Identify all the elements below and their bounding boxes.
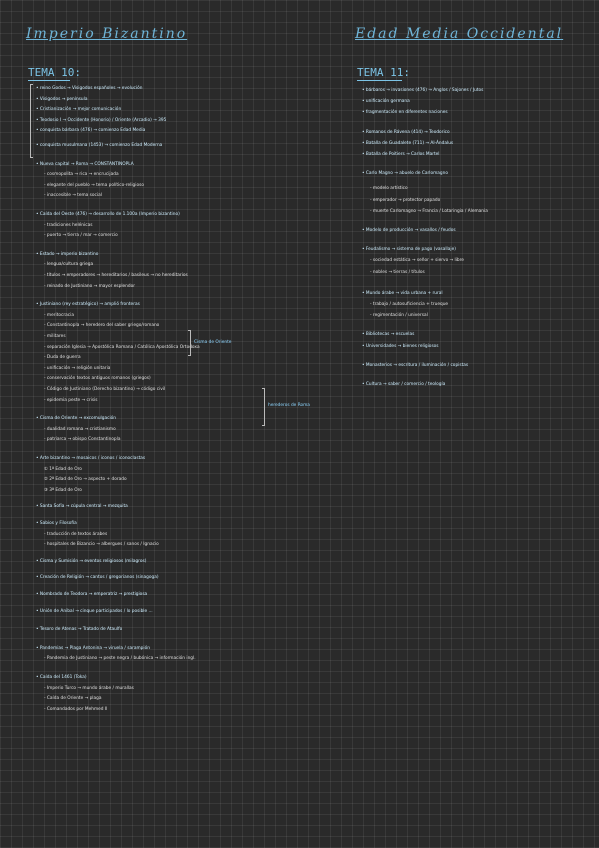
- outline-line: • Tesoro de Atenas → Tratado de Ataulfo: [36, 627, 123, 633]
- outline-line: - modelo artístico: [370, 186, 408, 192]
- left-page-title: Imperio Bizantino: [26, 26, 188, 42]
- outline-line: • Teodosio I → Occidente (Honorio) / Ori…: [36, 117, 167, 123]
- outline-line: - Imperio Turco → mundo árabe / murallas: [44, 685, 134, 691]
- outline-line: • Cristianización → mejor comunicación: [36, 107, 122, 113]
- outline-line: • Santa Sofía → cúpula central → mezquit…: [36, 504, 128, 510]
- outline-line: - militares: [44, 334, 66, 339]
- outline-line: • conquista bárbara (476) → comienzo Eda…: [36, 128, 146, 134]
- outline-line: - inaccesible → tema social: [44, 193, 102, 199]
- outline-line: • Batalla de Guadalete (711) → Al-Ándalu…: [362, 140, 454, 146]
- left-tema-heading: TEMA 10:: [28, 66, 81, 79]
- right-tema-heading: TEMA 11:: [357, 66, 410, 79]
- outline-line: • Feudalismo → sistema de pago (vasallaj…: [362, 247, 456, 253]
- outline-line: • Pandemias → Plaga Antonina → viruela /…: [36, 645, 150, 651]
- outline-line: • Bibliotecas → escuelas: [362, 332, 415, 338]
- outline-line: • Cultura → saber / comercio / teología: [362, 382, 446, 387]
- outline-line: - títulos → emperadores → hereditarios /…: [44, 273, 188, 278]
- outline-line: - lengua/cultura griega: [44, 262, 94, 268]
- outline-line: - dualidad romana → cristianismo: [44, 426, 116, 432]
- outline-line: - separación Iglesia → Apostólica Romana…: [44, 344, 200, 350]
- outline-line: - Constantinopla → heredero del saber gr…: [44, 323, 160, 329]
- outline-line: - tradiciones helénicas: [44, 222, 93, 228]
- outline-line: - Duda de guerra: [44, 355, 81, 361]
- outline-line: - sociedad estática → señor + siervo → l…: [370, 258, 464, 264]
- outline-line: • Monasterios → escritura / iluminación …: [362, 362, 469, 368]
- side-label-herederos: herederos de Roma: [268, 403, 310, 408]
- outline-line: - regimentación / universal: [370, 313, 428, 319]
- outline-line: - elegante del pueblo → tema político-re…: [44, 182, 144, 188]
- outline-line: - muerte Carlomagno → Francia / Lotaring…: [370, 208, 488, 214]
- outline-line: - Pandemia de Justiniano → peste negra /…: [44, 656, 196, 662]
- left-bracket-intro: [30, 84, 33, 158]
- outline-line: - unificación → religión unitaria: [44, 365, 111, 371]
- side-label-cisma: Cisma de Oriente: [194, 340, 232, 345]
- outline-line: • Caída del 1461 (Toka): [36, 675, 87, 680]
- outline-line: • Mundo árabe → vida urbana + rural: [362, 290, 443, 296]
- outline-line: - trabajo / autosuficiencia + trueque: [370, 302, 449, 307]
- outline-line: - emperador → protector papado: [370, 197, 441, 203]
- outline-line: - Comandados por Mehmed II: [44, 706, 108, 712]
- outline-line: ③ 3ª Edad de Oro: [44, 487, 82, 493]
- outline-line: • fragmentación en diferentes naciones: [362, 110, 448, 116]
- outline-line: - patriarca → obispo Constantinopla: [44, 437, 121, 443]
- outline-line: - nobles → tierras / títulos: [370, 269, 425, 275]
- outline-line: • conquista musulmana (1453) → comienzo …: [36, 143, 163, 148]
- outline-line: • Visigodos → península: [36, 96, 88, 102]
- outline-line: • Creación de Religión → cantos / gregor…: [36, 575, 159, 581]
- outline-line: - cosmopolita → rica → encrucijada: [44, 172, 119, 178]
- outline-line: • Carlo Magno → abuelo de Carlomagno: [362, 171, 449, 177]
- outline-line: • Cisma de Oriente → excomulgación: [36, 416, 117, 422]
- outline-line: - puerto → tierra / mar → comercio: [44, 233, 118, 239]
- outline-line: - reinado de Justiniano → mayor esplendo…: [44, 283, 136, 289]
- outline-line: - Código de Justiniano (Derecho bizantin…: [44, 387, 166, 392]
- outline-line: • Estado → imperio bizantino: [36, 251, 99, 257]
- outline-line: • Nueva capital → Roma → CONSTANTINOPLA: [36, 161, 134, 167]
- outline-line: • Caída del Oeste (476) → desarrollo de …: [36, 212, 180, 217]
- outline-line: • Justiniano (rey estratégico) → amplió …: [36, 302, 140, 308]
- outline-line: • Modelo de producción → vasallos / feud…: [362, 228, 456, 233]
- outline-line: • Romanos de Rávena (414) → Teodorico: [362, 129, 450, 135]
- outline-line: • bárbaros → invasiones (476) → Anglos /…: [362, 88, 484, 93]
- outline-line: • Nombrado de Teodora → emperatriz → pre…: [36, 592, 148, 597]
- outline-line: - Caída de Oriente → plaga: [44, 696, 102, 702]
- left-bracket-schism: [188, 330, 191, 356]
- outline-line: - conservación textos antiguos romanos (…: [44, 376, 151, 382]
- outline-line: • Cisma y Sumisión → eventos religiosos …: [36, 558, 147, 564]
- outline-line: - traducción de textos árabes: [44, 531, 108, 537]
- outline-line: - epidemia peste → crisis: [44, 397, 98, 403]
- outline-line: • Batalla de Poitiers → Carlos Martel: [362, 152, 440, 157]
- outline-line: • Arte bizantino → mosaicos / iconos / i…: [36, 456, 146, 461]
- outline-line: • Unión de Anibal → cinque participados …: [36, 608, 153, 614]
- outline-line: • unificación germana: [362, 99, 410, 105]
- right-tema-underline: [357, 80, 402, 81]
- right-page-title: Edad Media Occidental: [355, 26, 564, 42]
- left-tema-underline: [28, 80, 70, 81]
- outline-line: • Sabios y Filosofía: [36, 521, 77, 526]
- outline-line: ② 2ª Edad de Oro → aspecto + dorado: [44, 477, 127, 483]
- outline-line: ① 1ª Edad de Oro: [44, 466, 82, 472]
- outline-line: • Universidades → bienes religiosos: [362, 343, 439, 349]
- left-bracket-heirs: [262, 388, 265, 426]
- outline-line: - meritocracia: [44, 312, 74, 318]
- outline-line: • reino Godos → Visigodos españoles → ev…: [36, 86, 143, 91]
- outline-line: - hospitales de Bizancio → albergues / s…: [44, 542, 159, 548]
